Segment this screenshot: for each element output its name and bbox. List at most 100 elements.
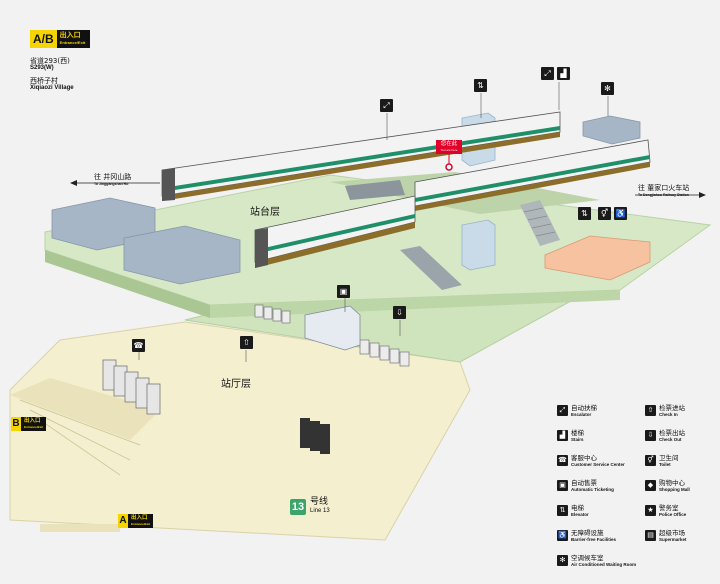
line-cn: 号线 <box>310 497 329 507</box>
legend-label-cn: 卫生间 <box>659 454 679 462</box>
direction-right-en: To Dongjiakou Railway Station <box>638 193 689 197</box>
village-cn: 西桥子村 <box>30 77 58 85</box>
legend-label-en: Check Out <box>659 437 682 442</box>
building-right <box>582 115 641 145</box>
elevator-icon: ⇅ <box>578 207 591 220</box>
legend-label-cn: 超级市场 <box>659 529 685 537</box>
platform-slab-edge-front <box>210 290 620 318</box>
legend-label-en: Escalator <box>571 412 592 417</box>
platform-level-label: 站台层 <box>250 207 280 218</box>
shop-kiosk <box>300 418 330 454</box>
exit-b-en: Entrance/Exit <box>24 425 44 429</box>
exit-en: Entrance/Exit <box>59 40 86 45</box>
escalator-upper <box>345 180 405 200</box>
line-number: 13 <box>290 499 306 515</box>
direction-right: 往 董家口火车站 To Dongjiakou Railway Station <box>638 183 689 197</box>
accessible-icon: ♿ <box>614 207 627 220</box>
you-are-here-marker: 您在此 You are here <box>436 140 462 154</box>
legend-label-cn: 购物中心 <box>659 479 685 487</box>
you-are-here-dot <box>445 163 453 171</box>
check-in-icon: ⇧ <box>645 405 656 416</box>
shopping-mall-icon: ◆ <box>645 480 656 491</box>
road-cn: 省道293(西) <box>30 57 70 65</box>
stairs-right <box>520 200 560 246</box>
legend-label-cn: 电梯 <box>571 504 584 512</box>
fare-gates-lower <box>359 339 410 367</box>
you-are-here-cn: 您在此 <box>440 141 458 147</box>
legend-label-cn: 警务室 <box>659 504 679 512</box>
exit-a-cn: 出入口 <box>131 515 148 521</box>
platform-slab-edge-left <box>45 250 210 318</box>
legend-label-cn: 空调候车室 <box>571 554 604 562</box>
exit-b-cn: 出入口 <box>24 418 41 424</box>
ac-waiting-icon: ✻ <box>601 82 614 95</box>
concourse-level-label: 站厅层 <box>221 379 251 390</box>
customer-service-icon: ☎ <box>557 455 568 466</box>
line-en: Line 13 <box>310 508 330 514</box>
train-right <box>414 139 651 211</box>
legend-label-cn: 检票进站 <box>659 404 685 412</box>
exit-a-code: A <box>118 514 128 528</box>
exit-b-badge: B 出入口 Entrance/Exit <box>11 417 47 431</box>
accessible-icon: ♿ <box>557 530 568 541</box>
ticket-machines <box>102 359 161 415</box>
building-center <box>123 225 241 285</box>
ticket-machine-icon: ▣ <box>557 480 568 491</box>
elevator-icon: ⇅ <box>557 505 568 516</box>
legend-label-en: Customer Service Center <box>571 462 625 467</box>
train-near <box>254 195 416 268</box>
exit-code: A/B <box>30 30 57 48</box>
toilet-icon: ⚥ <box>645 455 656 466</box>
legend-label-cn: 客服中心 <box>571 454 597 462</box>
direction-left-en: To Jinggangshan Rd <box>94 182 129 186</box>
elevator-icon: ⇅ <box>474 79 487 92</box>
service-counter <box>304 305 361 351</box>
legend-label-en: Toilet <box>659 462 671 467</box>
check-out-icon: ⇩ <box>645 430 656 441</box>
legend-label-en: Air Conditioned Waiting Room <box>571 562 637 567</box>
legend-label-en: Check In <box>659 412 678 417</box>
escalator-icon: ⤢ <box>557 405 568 416</box>
legend-label-cn: 自动扶梯 <box>571 404 597 412</box>
legend-label-cn: 自动售票 <box>571 479 597 487</box>
escalator-icon: ⤢ <box>380 99 393 112</box>
direction-left-cn: 往 井冈山路 <box>94 173 132 181</box>
check-out-icon: ⇩ <box>393 306 406 319</box>
legend-label-en: Supermarket <box>659 537 687 542</box>
legend-label-en: Automatic Ticketing <box>571 487 614 492</box>
exit-b-code: B <box>11 417 21 431</box>
village-en: Xiqiaozi Village <box>30 85 74 91</box>
direction-right-cn: 往 董家口火车站 <box>638 184 690 192</box>
escalator-mid <box>400 246 462 290</box>
legend-label-cn: 无障碍设施 <box>571 529 604 537</box>
concourse-steps <box>10 378 160 440</box>
ac-waiting-icon: ✻ <box>557 555 568 566</box>
exit-a-ground <box>40 524 120 532</box>
direction-left: 往 井冈山路 To Jinggangshan Rd <box>94 172 131 186</box>
legend-label-cn: 楼梯 <box>571 429 584 437</box>
check-in-icon: ⇧ <box>240 336 253 349</box>
stairs-icon: ▟ <box>557 67 570 80</box>
exit-cn: 出入口 <box>59 31 81 39</box>
police-icon: ★ <box>645 505 656 516</box>
escalator-icon: ⤢ <box>541 67 554 80</box>
stairs-icon: ▟ <box>557 430 568 441</box>
ticket-machine-icon: ▣ <box>337 285 350 298</box>
line-badge: 13 号线 Line 13 <box>290 498 330 516</box>
legend-label-cn: 检票出站 <box>659 429 685 437</box>
exit-badge-header: A/B 出入口 Entrance/Exit <box>30 30 90 48</box>
exit-a-en: Entrance/Exit <box>131 522 151 526</box>
